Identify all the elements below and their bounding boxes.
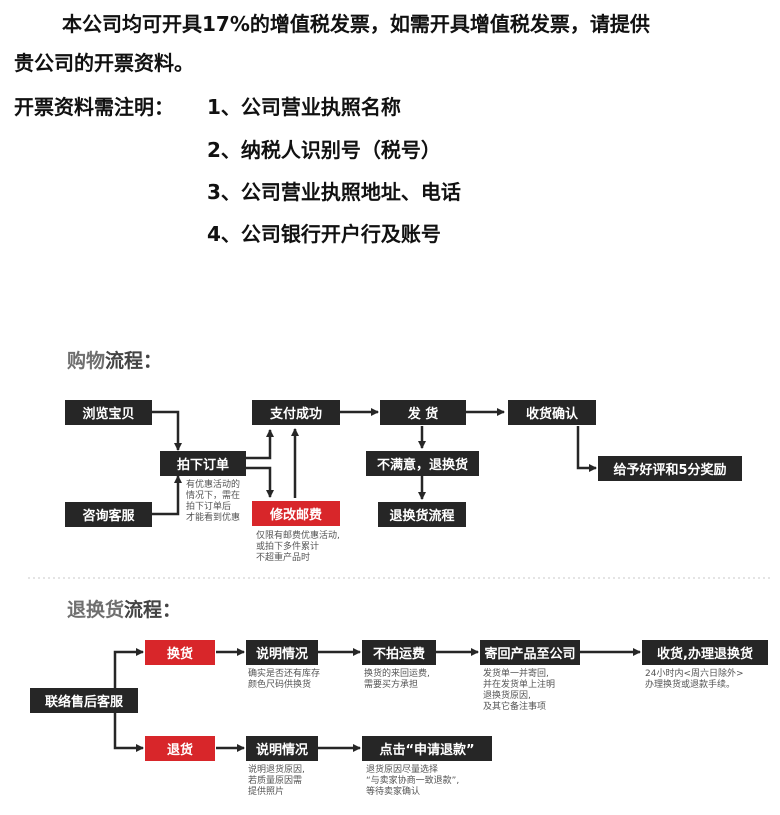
receive-note: 24小时内<周六日除外> 办理换货或退款手续。 — [645, 669, 744, 690]
explain-exchange-note: 确实是否还有库存 颜色尺码供换货 — [248, 669, 321, 690]
explain-exchange-box: 说明情况 — [246, 640, 318, 665]
invoice-notice-line1: 本公司均可开具17%的增值税发票，如需开具增值税发票，请提供 — [62, 12, 650, 36]
shopping-title-highlight: 购物 — [67, 350, 106, 372]
apply-refund-note: 退货原因尽量选择 “与卖家协商一致退款”, 等待卖家确认 — [366, 765, 460, 797]
returns-flow-title: 退换货流程： — [67, 595, 181, 622]
modify-postage-box: 修改邮费 — [252, 501, 340, 526]
invoice-notice-line2: 贵公司的开票资料。 — [14, 51, 194, 75]
return-flow-box: 退换货流程 — [378, 502, 466, 527]
consult-box: 咨询客服 — [65, 502, 152, 527]
no-postage-note: 换货的来回运费, 需要买方承担 — [364, 669, 430, 690]
ship-box: 发 货 — [380, 400, 466, 425]
modify-postage-note: 仅限有邮费优惠活动, 或拍下多件累计 不超重产品时 — [256, 531, 340, 563]
no-postage-box: 不拍运费 — [362, 640, 436, 665]
confirm-box: 收货确认 — [508, 400, 596, 425]
returns-title-highlight: 退换货 — [67, 599, 125, 621]
invoice-item-3: 3、公司营业执照地址、电话 — [207, 180, 461, 204]
browse-box: 浏览宝贝 — [65, 400, 152, 425]
pay-box: 支付成功 — [252, 400, 340, 425]
order-box: 拍下订单 — [160, 451, 246, 476]
order-note: 有优惠活动的 情况下，需在 拍下订单后 才能看到优惠 — [186, 480, 241, 523]
explain-refund-note: 说明退货原因, 若质量原因需 提供照片 — [248, 765, 305, 797]
receive-box: 收货,办理退换货 — [642, 640, 768, 665]
explain-refund-box: 说明情况 — [246, 736, 318, 761]
invoice-item-4: 4、公司银行开户行及账号 — [207, 222, 441, 246]
apply-refund-box: 点击“申请退款” — [362, 736, 492, 761]
contact-service-box: 联络售后客服 — [30, 688, 138, 713]
shopping-title-rest: 流程： — [105, 350, 163, 372]
invoice-info-label: 开票资料需注明： — [14, 95, 174, 119]
refund-box: 退货 — [145, 736, 215, 761]
send-back-note: 发货单一并寄回, 并在发货单上注明 退换货原因, 及其它备注事项 — [483, 669, 556, 712]
shopping-flow-title: 购物流程： — [67, 346, 162, 373]
unsatisfied-box: 不满意，退换货 — [366, 451, 479, 476]
exchange-box: 换货 — [145, 640, 215, 665]
invoice-item-1: 1、公司营业执照名称 — [207, 95, 401, 119]
send-back-box: 寄回产品至公司 — [480, 640, 580, 665]
invoice-item-2: 2、纳税人识别号（税号） — [207, 138, 441, 162]
rate-box: 给予好评和5分奖励 — [598, 456, 742, 481]
returns-title-rest: 流程： — [124, 599, 182, 621]
